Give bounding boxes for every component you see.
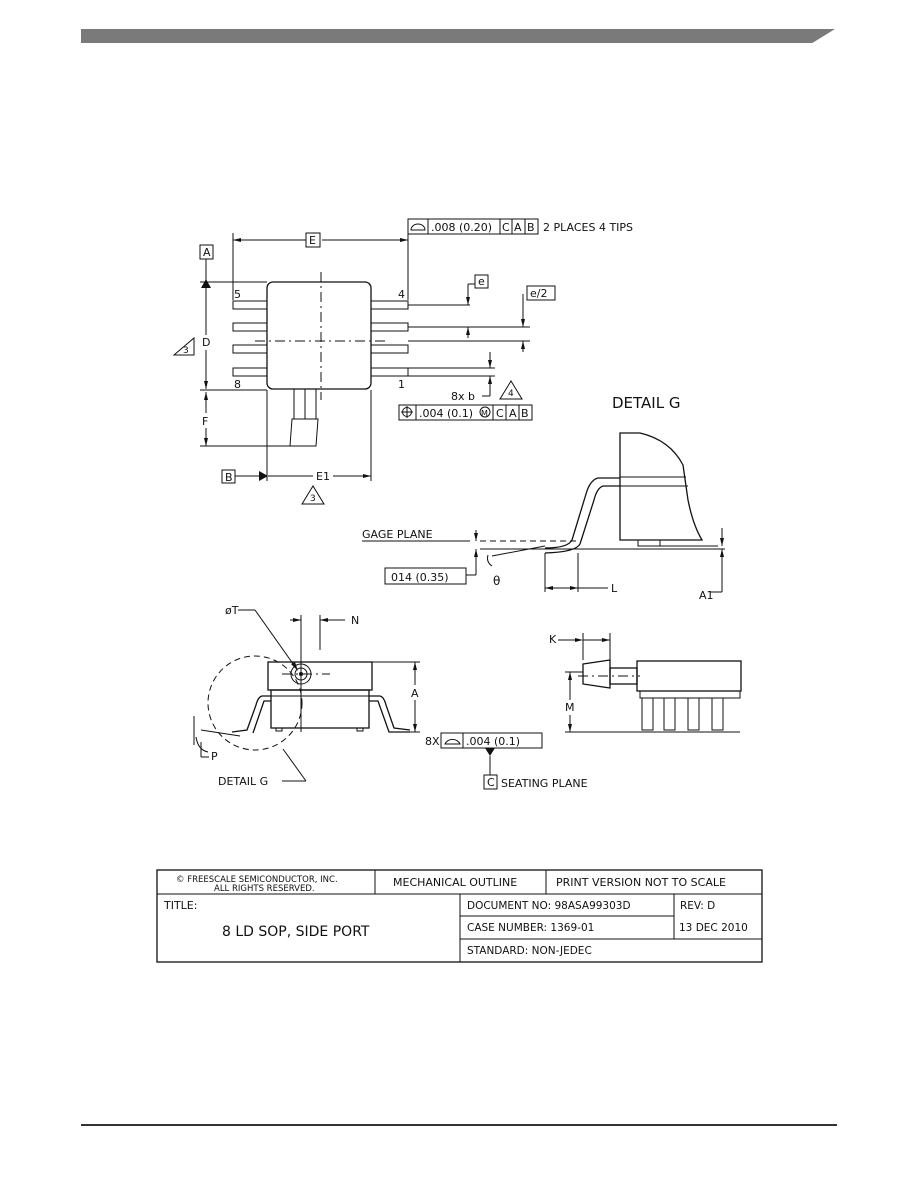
package-body-top xyxy=(266,281,372,390)
datum-c: C xyxy=(487,776,495,789)
theta: θ xyxy=(493,574,500,588)
copyright-line1: © FREESCALE SEMICONDUCTOR, INC. xyxy=(176,875,338,885)
coplanarity-prefix: 8X xyxy=(425,735,440,748)
side-view: øT N P DETAIL G xyxy=(193,604,588,790)
outline-label: MECHANICAL OUTLINE xyxy=(393,876,517,889)
footer-rule xyxy=(81,1124,837,1126)
dim-a: A xyxy=(411,687,419,700)
fcf-datum-3: B xyxy=(527,221,535,234)
pos-tolerance: .004 (0.1) xyxy=(419,407,473,420)
dim-m: M xyxy=(565,701,575,714)
coplanarity-tol: .004 (0.1) xyxy=(466,735,520,748)
dim-d: D xyxy=(202,336,210,349)
dim-k: K xyxy=(549,633,557,646)
header-bar xyxy=(81,29,835,43)
pos-datum-1: C xyxy=(496,407,504,420)
side-body-lower xyxy=(270,689,370,729)
side-lead-left xyxy=(231,695,271,733)
dim-l: L xyxy=(611,582,618,595)
note-4-triangle xyxy=(499,380,523,400)
detail-body xyxy=(619,432,704,541)
pin-8: 8 xyxy=(234,378,241,391)
dim-e-label: E xyxy=(309,234,316,247)
fcf-tolerance: .008 (0.20) xyxy=(431,221,492,234)
gage-plane-label: GAGE PLANE xyxy=(362,528,433,541)
document-no: DOCUMENT NO: 98ASA99303D xyxy=(467,900,631,912)
half-pitch: e/2 xyxy=(530,287,547,300)
copyright-line2: ALL RIGHTS RESERVED. xyxy=(214,884,315,894)
note-3-triangle-b xyxy=(301,485,325,505)
lead-width: 8x b xyxy=(451,390,475,403)
detail-g-title: DETAIL G xyxy=(612,394,680,412)
gage-value: 014 (0.35) xyxy=(391,571,449,584)
leads-left xyxy=(232,300,268,377)
profile-surface-icon xyxy=(410,223,426,231)
end-port xyxy=(582,659,611,689)
seating-plane: SEATING PLANE xyxy=(501,777,588,790)
title-block: © FREESCALE SEMICONDUCTOR, INC. ALL RIGH… xyxy=(156,869,763,963)
gage-value-box xyxy=(384,567,467,585)
note-3b: 3 xyxy=(310,494,316,504)
fcf-datum-1: C xyxy=(502,221,510,234)
leads-right xyxy=(370,300,409,377)
detail-lead xyxy=(544,477,620,549)
end-view: K M xyxy=(549,633,742,733)
detail-g-circle xyxy=(207,655,303,751)
pos-datum-3: B xyxy=(521,407,529,420)
pos-modifier: M xyxy=(481,409,488,418)
dia-t: øT xyxy=(225,604,239,617)
title-label: TITLE: xyxy=(163,899,197,912)
datum-a: A xyxy=(203,246,211,259)
case-number: CASE NUMBER: 1369-01 xyxy=(467,922,594,934)
detail-g-view: DETAIL G GAGE PLANE 014 (0.35) θ L xyxy=(362,394,725,602)
pin-1: 1 xyxy=(398,378,405,391)
pin-4: 4 xyxy=(398,288,405,301)
rev: REV: D xyxy=(680,900,715,912)
side-lead-right xyxy=(369,695,411,731)
dim-e1: E1 xyxy=(316,470,330,483)
position-tolerance-frame xyxy=(398,404,533,421)
pitch-e: e xyxy=(478,275,485,288)
datum-b: B xyxy=(225,471,233,484)
end-body xyxy=(636,660,742,692)
dim-a1: A1 xyxy=(699,589,714,602)
note-3-triangle-a xyxy=(172,336,195,356)
fcf-datum-2: A xyxy=(514,221,522,234)
profile-tolerance-frame xyxy=(407,218,539,235)
standard: STANDARD: NON-JEDEC xyxy=(467,945,592,957)
title-value: 8 LD SOP, SIDE PORT xyxy=(222,924,370,940)
top-view: .008 (0.20) C A B 2 PLACES 4 TIPS E A xyxy=(172,218,633,505)
note-3a: 3 xyxy=(183,346,189,356)
note-4: 4 xyxy=(508,389,514,399)
pin-5: 5 xyxy=(234,288,241,301)
pos-datum-2: A xyxy=(509,407,517,420)
detail-g-ref: DETAIL G xyxy=(218,775,268,788)
fcf-note: 2 PLACES 4 TIPS xyxy=(543,221,633,234)
print-note: PRINT VERSION NOT TO SCALE xyxy=(556,876,726,889)
date: 13 DEC 2010 xyxy=(679,922,748,934)
dim-f: F xyxy=(202,415,208,428)
dim-n: N xyxy=(351,614,359,627)
dim-p: P xyxy=(211,750,218,763)
